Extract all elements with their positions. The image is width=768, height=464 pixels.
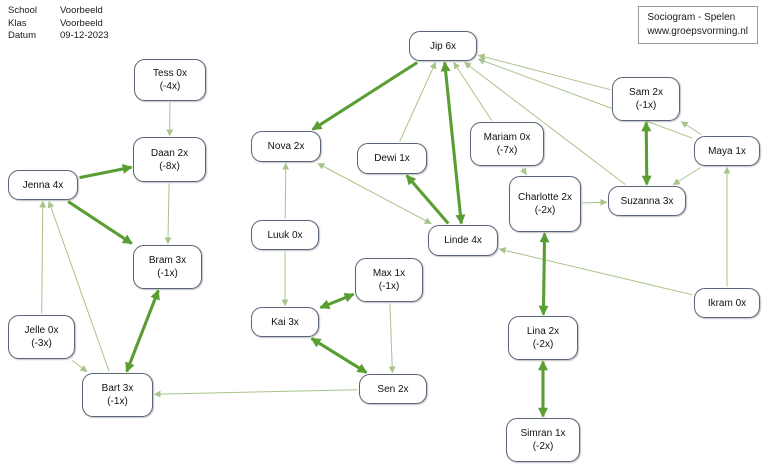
node-label-primary: Bram 3x (148, 255, 187, 266)
node-sen[interactable]: Sen 2x (359, 374, 427, 404)
edge-nova-to-linde (317, 163, 432, 224)
node-label-rejections: (-1x) (157, 268, 178, 279)
node-label-primary: Dewi 1x (374, 153, 410, 164)
edge-dewi-to-jip (399, 61, 437, 142)
node-label-rejections: (-3x) (31, 338, 52, 349)
node-max[interactable]: Max 1x (-1x) (355, 258, 423, 302)
node-bram[interactable]: Bram 3x (-1x) (133, 245, 202, 289)
node-tess[interactable]: Tess 0x (-4x) (134, 59, 206, 101)
edge-max-to-sen (388, 303, 396, 374)
edge-charlotte-to-lina (538, 232, 550, 316)
node-label-primary: Linde 4x (444, 235, 482, 246)
edge-mariam-to-charlotte (520, 167, 527, 176)
node-label-rejections: (-2x) (534, 205, 556, 216)
edge-linde-to-dewi (405, 174, 450, 225)
node-nova[interactable]: Nova 2x (251, 131, 321, 162)
node-label-primary: Jenna 4x (22, 179, 64, 191)
node-charlotte[interactable]: Charlotte 2x (-2x) (509, 176, 581, 232)
node-lina[interactable]: Lina 2x (-2x) (508, 316, 578, 360)
node-label-rejections: (-8x) (159, 160, 180, 172)
node-label-primary: Suzanna 3x (620, 195, 674, 207)
node-jelle[interactable]: Jelle 0x (-3x) (8, 315, 75, 359)
edge-suzanna-to-jip (464, 61, 626, 185)
node-label-rejections: (-2x) (532, 339, 554, 350)
edge-bart-to-jenna (47, 200, 110, 372)
edge-jenna-to-bram (67, 200, 133, 245)
edge-kai-to-max (319, 292, 355, 310)
edge-charlotte-to-suzanna (582, 198, 608, 206)
node-label-primary: Luuk 0x (267, 229, 303, 241)
edge-bram-to-bart (125, 289, 160, 373)
edge-sam-to-jip (477, 53, 611, 91)
meta-label-datum: Datum (8, 30, 36, 42)
edge-ikram-to-linde (498, 247, 693, 296)
node-label-rejections: (-2x) (532, 441, 554, 452)
node-bart[interactable]: Bart 3x (-1x) (82, 373, 153, 417)
node-label-primary: Jelle 0x (24, 325, 59, 336)
node-label-primary: Nova 2x (267, 141, 305, 152)
edge-jenna-to-daan (79, 164, 133, 180)
meta-value-datum: 09-12-2023 (60, 30, 109, 42)
edge-jip-to-linde (440, 61, 466, 225)
node-label-primary: Maya 1x (708, 145, 746, 157)
meta-row-datum: Datum 09-12-2023 (8, 30, 109, 43)
node-label-rejections: (-1x) (107, 396, 128, 407)
edge-maya-to-jip (477, 57, 693, 139)
node-label-rejections: (-4x) (159, 81, 181, 92)
node-linde[interactable]: Linde 4x (428, 225, 498, 256)
node-kai[interactable]: Kai 3x (251, 307, 319, 337)
node-maya[interactable]: Maya 1x (694, 136, 760, 166)
node-label-primary: Simran 1x (520, 428, 566, 439)
node-label-primary: Kai 3x (271, 316, 299, 328)
node-label-primary: Mariam 0x (483, 132, 531, 143)
document-metadata: School Voorbeeld Klas Voorbeeld Datum 09… (8, 5, 109, 43)
edge-jip-to-nova (311, 61, 419, 131)
node-sam[interactable]: Sam 2x (-1x) (612, 77, 680, 121)
node-suzanna[interactable]: Suzanna 3x (608, 186, 686, 216)
meta-row-school: School Voorbeeld (8, 5, 109, 18)
meta-value-klas: Voorbeeld (60, 17, 103, 29)
node-label-primary: Sen 2x (377, 383, 409, 395)
node-dewi[interactable]: Dewi 1x (357, 143, 427, 174)
edge-maya-to-sam (680, 121, 702, 135)
node-ikram[interactable]: Ikram 0x (694, 288, 760, 318)
edge-sen-to-bart (153, 389, 358, 398)
edge-sam-to-suzanna (641, 121, 652, 186)
node-mariam[interactable]: Mariam 0x (-7x) (470, 122, 544, 166)
meta-label-klas: Klas (8, 17, 27, 29)
meta-value-school: Voorbeeld (60, 5, 103, 16)
title-box: Sociogram - Spelen www.groepsvorming.nl (638, 6, 758, 44)
edge-jelle-to-bart (71, 360, 88, 373)
edge-daan-to-bram (164, 183, 172, 245)
meta-label-school: School (8, 5, 38, 16)
node-label-primary: Sam 2x (629, 87, 663, 98)
node-luuk[interactable]: Luuk 0x (251, 220, 319, 250)
node-label-primary: Tess 0x (153, 68, 187, 79)
edge-maya-to-suzanna (672, 167, 701, 185)
node-label-primary: Max 1x (372, 268, 406, 279)
edge-mariam-to-jip (453, 61, 493, 121)
meta-row-klas: Klas Voorbeeld (8, 18, 109, 31)
node-label-primary: Bart 3x (101, 383, 134, 394)
node-label-rejections: (-7x) (496, 145, 518, 156)
title-line: Sociogram - Spelen (647, 12, 736, 23)
node-simran[interactable]: Simran 1x (-2x) (506, 418, 580, 462)
website-line: www.groepsvorming.nl (647, 25, 748, 37)
edge-jelle-to-jenna (39, 200, 47, 314)
node-label-rejections: (-1x) (378, 281, 400, 292)
node-label-primary: Jip 6x (429, 40, 457, 52)
node-label-primary: Charlotte 2x (518, 192, 572, 203)
node-daan[interactable]: Daan 2x(-8x) (133, 137, 206, 182)
node-jip[interactable]: Jip 6x (409, 31, 477, 61)
node-label-rejections: (-1x) (635, 100, 657, 111)
edge-kai-to-sen (310, 337, 368, 374)
node-label-primary: Lina 2x (526, 326, 560, 337)
node-jenna[interactable]: Jenna 4x (8, 170, 78, 200)
node-label-primary: Daan 2x (150, 147, 189, 159)
edge-luuk-to-nova (282, 162, 290, 219)
node-label-primary: Ikram 0x (707, 297, 747, 309)
